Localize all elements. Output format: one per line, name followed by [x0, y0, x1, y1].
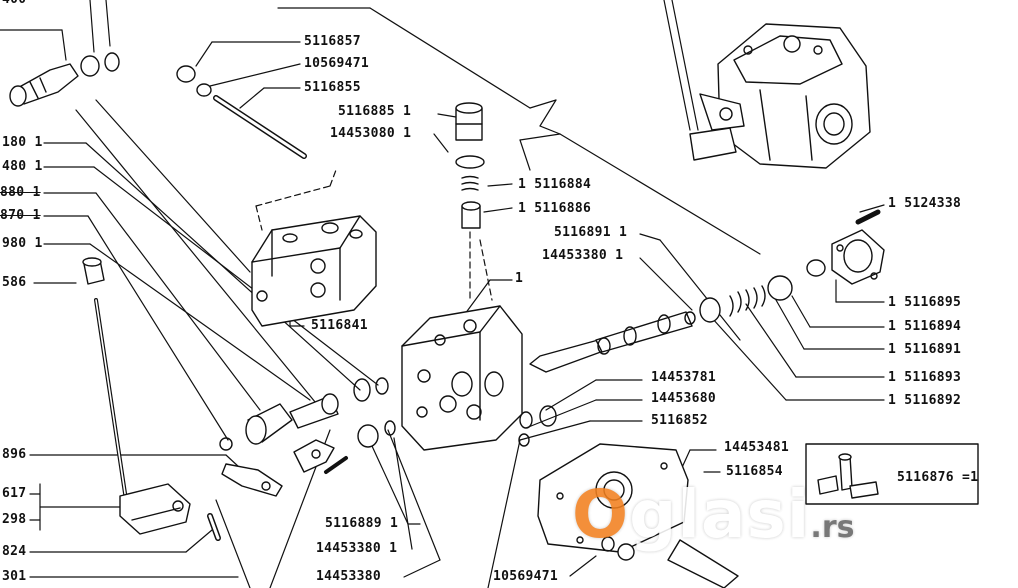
part-label-l14453380c: 14453380 [316, 569, 382, 584]
part-label-l5116889: 5116889 1 [325, 516, 399, 531]
part-label-l5116894: 1 5116894 [888, 319, 962, 334]
control-lever [82, 257, 191, 535]
oglasi-watermark: Oglasi.rs [572, 480, 854, 563]
main-valve-body [401, 305, 523, 451]
part-label-lc301: 301 [2, 569, 27, 584]
part-label-l5116891b: 1 5116891 [888, 342, 962, 357]
part-label-l5124338: 1 5124338 [888, 196, 962, 211]
linkage-parts [207, 439, 348, 541]
fitting-part-top-left [9, 52, 120, 107]
part-label-lc480: 480 1 [2, 159, 43, 174]
part-label-lc617: 617 [2, 486, 27, 501]
part-label-l5116876: 5116876 =1 [897, 470, 979, 485]
part-label-l5116854: 5116854 [726, 464, 783, 479]
small-parts-top [176, 65, 307, 159]
part-label-l5116886: 1 5116886 [518, 201, 592, 216]
part-label-l10569471b: 10569471 [493, 569, 559, 584]
part-label-l5116885: 5116885 1 [338, 104, 412, 119]
lever-plunger [245, 393, 339, 445]
part-label-l14453781: 14453781 [651, 370, 717, 385]
watermark-brand: glasi [629, 476, 811, 553]
part-label-l5116893: 1 5116893 [888, 370, 962, 385]
part-label-l10569471a: 10569471 [304, 56, 370, 71]
part-label-l14453380a: 14453380 1 [542, 248, 624, 263]
part-label-lc400: 400 [2, 0, 26, 7]
valve-spool-upper [455, 102, 485, 229]
part-label-l5116855: 5116855 [304, 80, 361, 95]
part-label-l14453680: 14453680 [651, 391, 717, 406]
watermark-domain: .rs [810, 510, 855, 545]
part-label-l14453380b: 14453380 1 [316, 541, 398, 556]
part-label-lc180: 180 1 [2, 135, 43, 150]
spool-rod [529, 259, 826, 373]
part-label-lc896: 896 [2, 447, 27, 462]
part-label-l14453080: 14453080 1 [330, 126, 412, 141]
part-label-l5116852: 5116852 [651, 413, 708, 428]
valve-block-5116841 [251, 215, 377, 327]
part-label-l1main: 1 [515, 271, 524, 286]
part-label-l5116891a: 5116891 1 [554, 225, 628, 240]
part-label-lc824: 824 [2, 544, 27, 559]
lower-cover-plate [537, 443, 739, 588]
seal-rings [219, 377, 557, 451]
assembled-valve [689, 23, 871, 169]
part-label-l5116895: 1 5116895 [888, 295, 962, 310]
part-label-l5116857: 5116857 [304, 34, 361, 49]
watermark-o-logo: O [572, 476, 630, 553]
part-label-l5116892: 1 5116892 [888, 393, 962, 408]
part-label-lc880: 880 1 [0, 185, 41, 200]
part-label-lc298: 298 [2, 512, 27, 527]
part-label-lc980: 980 1 [2, 236, 43, 251]
part-label-l14453481: 14453481 [724, 440, 790, 455]
detail-inset [805, 443, 979, 505]
part-label-lc586: 586 [2, 275, 27, 290]
end-cover [831, 209, 885, 285]
part-label-lc870: 870 1 [0, 208, 41, 223]
part-label-l5116884: 1 5116884 [518, 177, 592, 192]
part-label-l5116841: 5116841 [311, 318, 368, 333]
